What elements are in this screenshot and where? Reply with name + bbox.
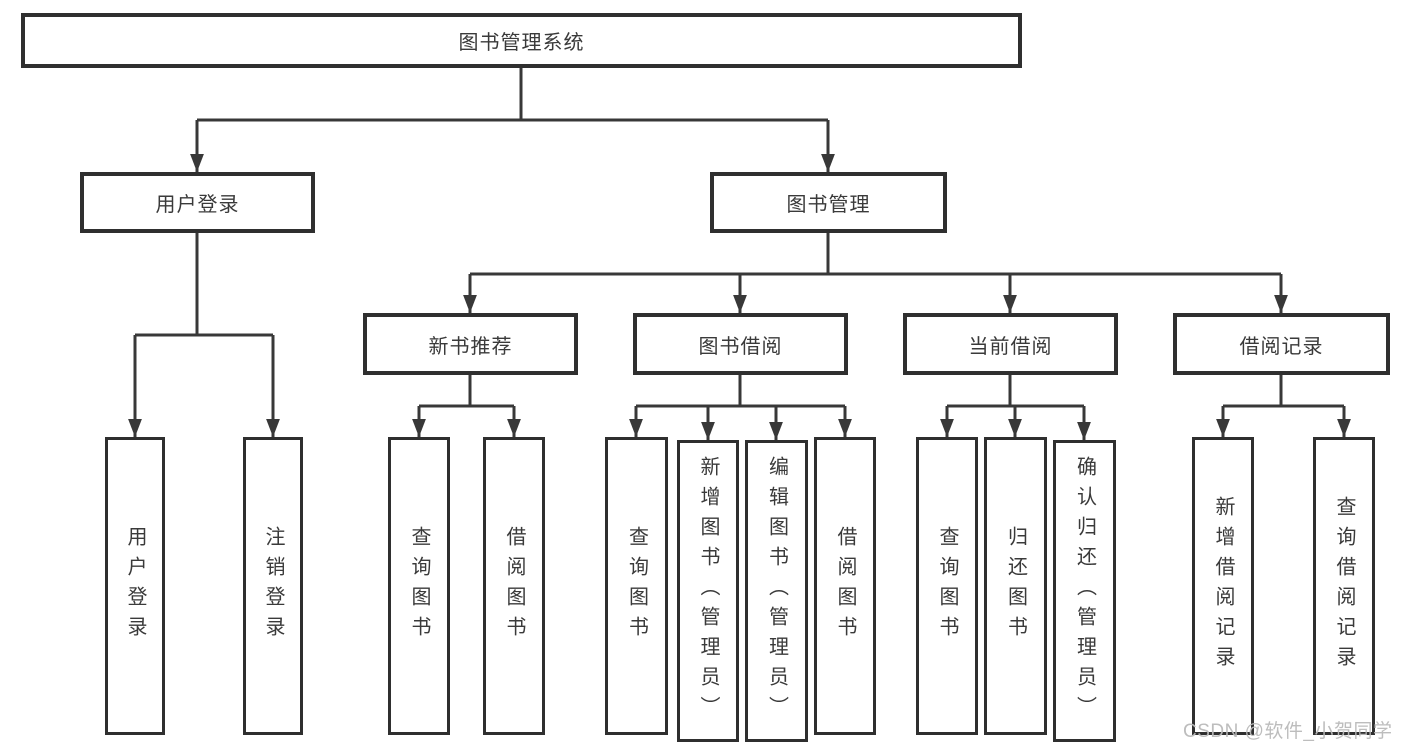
leaf-add-book-admin: 新增图书（管理员） [677,440,739,742]
leaf-borrow-books-2: 借阅图书 [814,437,876,735]
leaf-query-books-2-label: 查询图书 [625,526,648,646]
leaf-return-book-label: 归还图书 [1004,526,1027,646]
leaf-query-books-3-label: 查询图书 [936,526,958,646]
leaf-logout-label: 注销登录 [262,526,284,646]
node-root-label: 图书管理系统 [458,32,585,54]
node-book-management-label: 图书管理 [786,194,871,216]
node-book-borrowing: 图书借阅 [633,313,848,375]
leaf-query-borrow-record-label: 查询借阅记录 [1333,496,1355,676]
watermark: CSDN @软件_小贺同学 [1183,721,1393,742]
node-current-borrowing-label: 当前借阅 [968,335,1053,358]
node-new-book-recommendation-label: 新书推荐 [428,335,513,358]
node-book-management: 图书管理 [710,172,947,233]
leaf-user-login-label: 用户登录 [124,526,146,646]
leaf-edit-book-admin: 编辑图书（管理员） [745,440,808,742]
leaf-query-books-3: 查询图书 [916,437,978,735]
leaf-query-books-2: 查询图书 [605,437,668,735]
leaf-return-book: 归还图书 [984,437,1047,735]
leaf-add-borrow-record-label: 新增借阅记录 [1212,496,1234,676]
leaf-query-borrow-record: 查询借阅记录 [1313,437,1375,735]
leaf-add-borrow-record: 新增借阅记录 [1192,437,1254,735]
leaf-query-books-1: 查询图书 [388,437,450,735]
leaf-borrow-books-2-label: 借阅图书 [834,526,856,646]
leaf-borrow-books-1: 借阅图书 [483,437,545,735]
leaf-confirm-return-admin: 确认归还（管理员） [1053,440,1116,742]
node-user-login-label: 用户登录 [155,194,240,216]
node-borrowing-records-label: 借阅记录 [1239,335,1324,358]
node-book-borrowing-label: 图书借阅 [698,335,783,358]
leaf-user-login: 用户登录 [105,437,165,735]
leaf-edit-book-admin-label: 编辑图书（管理员） [765,456,788,726]
leaf-logout: 注销登录 [243,437,303,735]
node-user-login: 用户登录 [80,172,315,233]
node-current-borrowing: 当前借阅 [903,313,1118,375]
node-borrowing-records: 借阅记录 [1173,313,1390,375]
leaf-add-book-admin-label: 新增图书（管理员） [697,456,719,726]
node-new-book-recommendation: 新书推荐 [363,313,578,375]
leaf-borrow-books-1-label: 借阅图书 [503,526,525,646]
leaf-query-books-1-label: 查询图书 [408,526,430,646]
node-root: 图书管理系统 [21,13,1022,68]
leaf-confirm-return-admin-label: 确认归还（管理员） [1073,456,1096,726]
